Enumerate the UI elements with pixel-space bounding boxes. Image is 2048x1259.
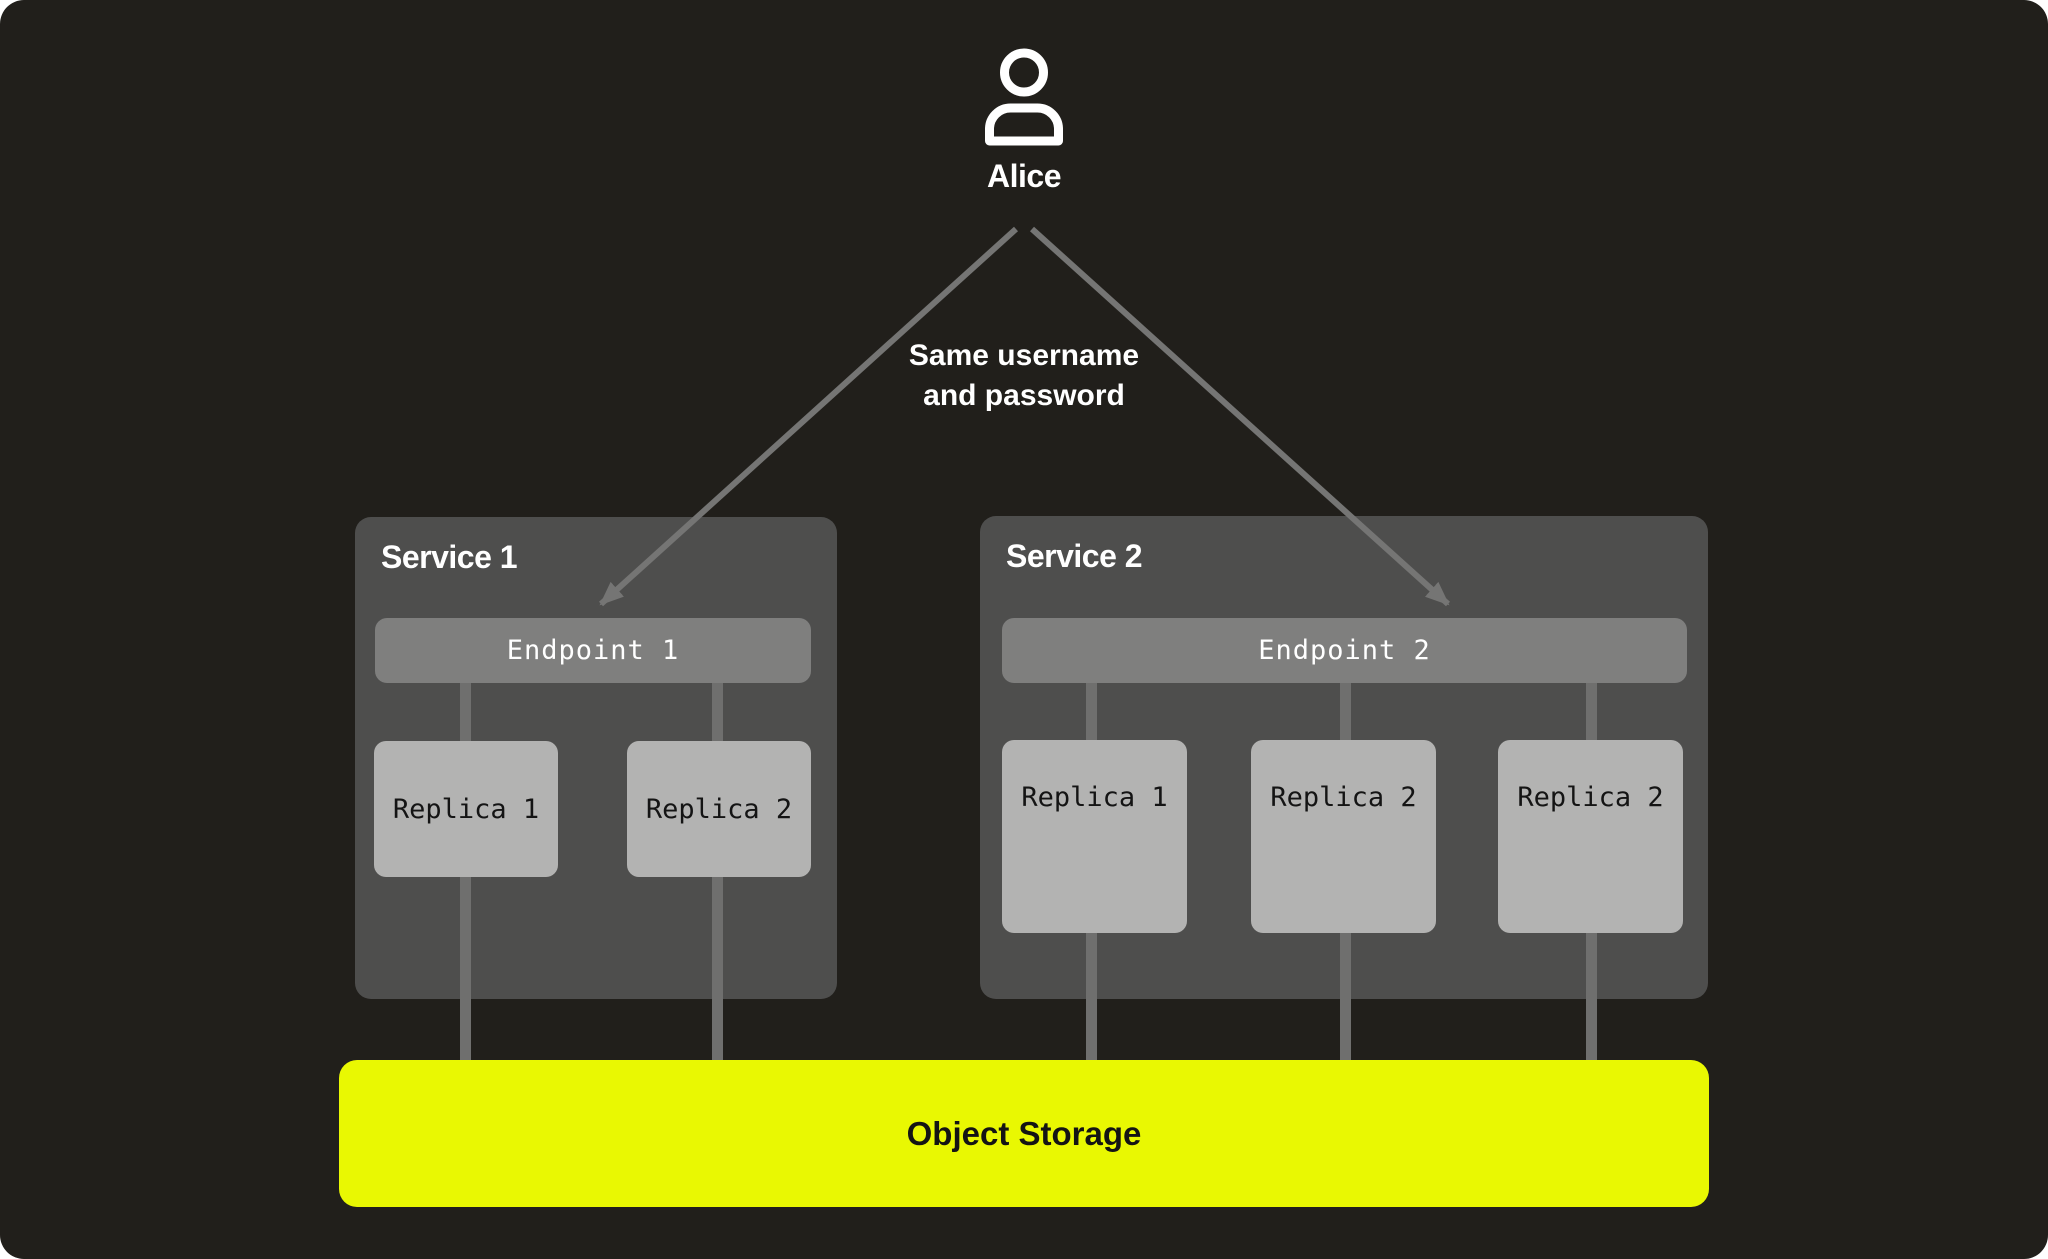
service-2-endpoint: Endpoint 2 (1002, 618, 1687, 683)
service-1-panel: Service 1 Endpoint 1 Replica 1 Replica 2 (355, 517, 837, 999)
object-storage-bar: Object Storage (339, 1060, 1709, 1207)
service-1-endpoint: Endpoint 1 (375, 618, 811, 683)
annotation-line-1: Same username (908, 339, 1140, 372)
service-1-replica-1: Replica 1 (374, 741, 558, 877)
user-icon (985, 48, 1063, 146)
user-name-label: Alice (987, 158, 1061, 194)
service-2-replica-2: Replica 2 (1251, 740, 1436, 933)
service-2-replica-1: Replica 1 (1002, 740, 1187, 933)
annotation-line-2: and password (923, 379, 1125, 412)
service-1-replica-2: Replica 2 (627, 741, 811, 877)
object-storage-label: Object Storage (906, 1114, 1142, 1152)
service-2-panel: Service 2 Endpoint 2 Replica 1 Replica 2… (980, 516, 1708, 999)
credentials-annotation: Same username and password (0, 336, 2048, 416)
service-2-title: Service 2 (1006, 538, 1143, 574)
service-1-title: Service 1 (381, 539, 518, 575)
service-2-replica-3: Replica 2 (1498, 740, 1683, 933)
